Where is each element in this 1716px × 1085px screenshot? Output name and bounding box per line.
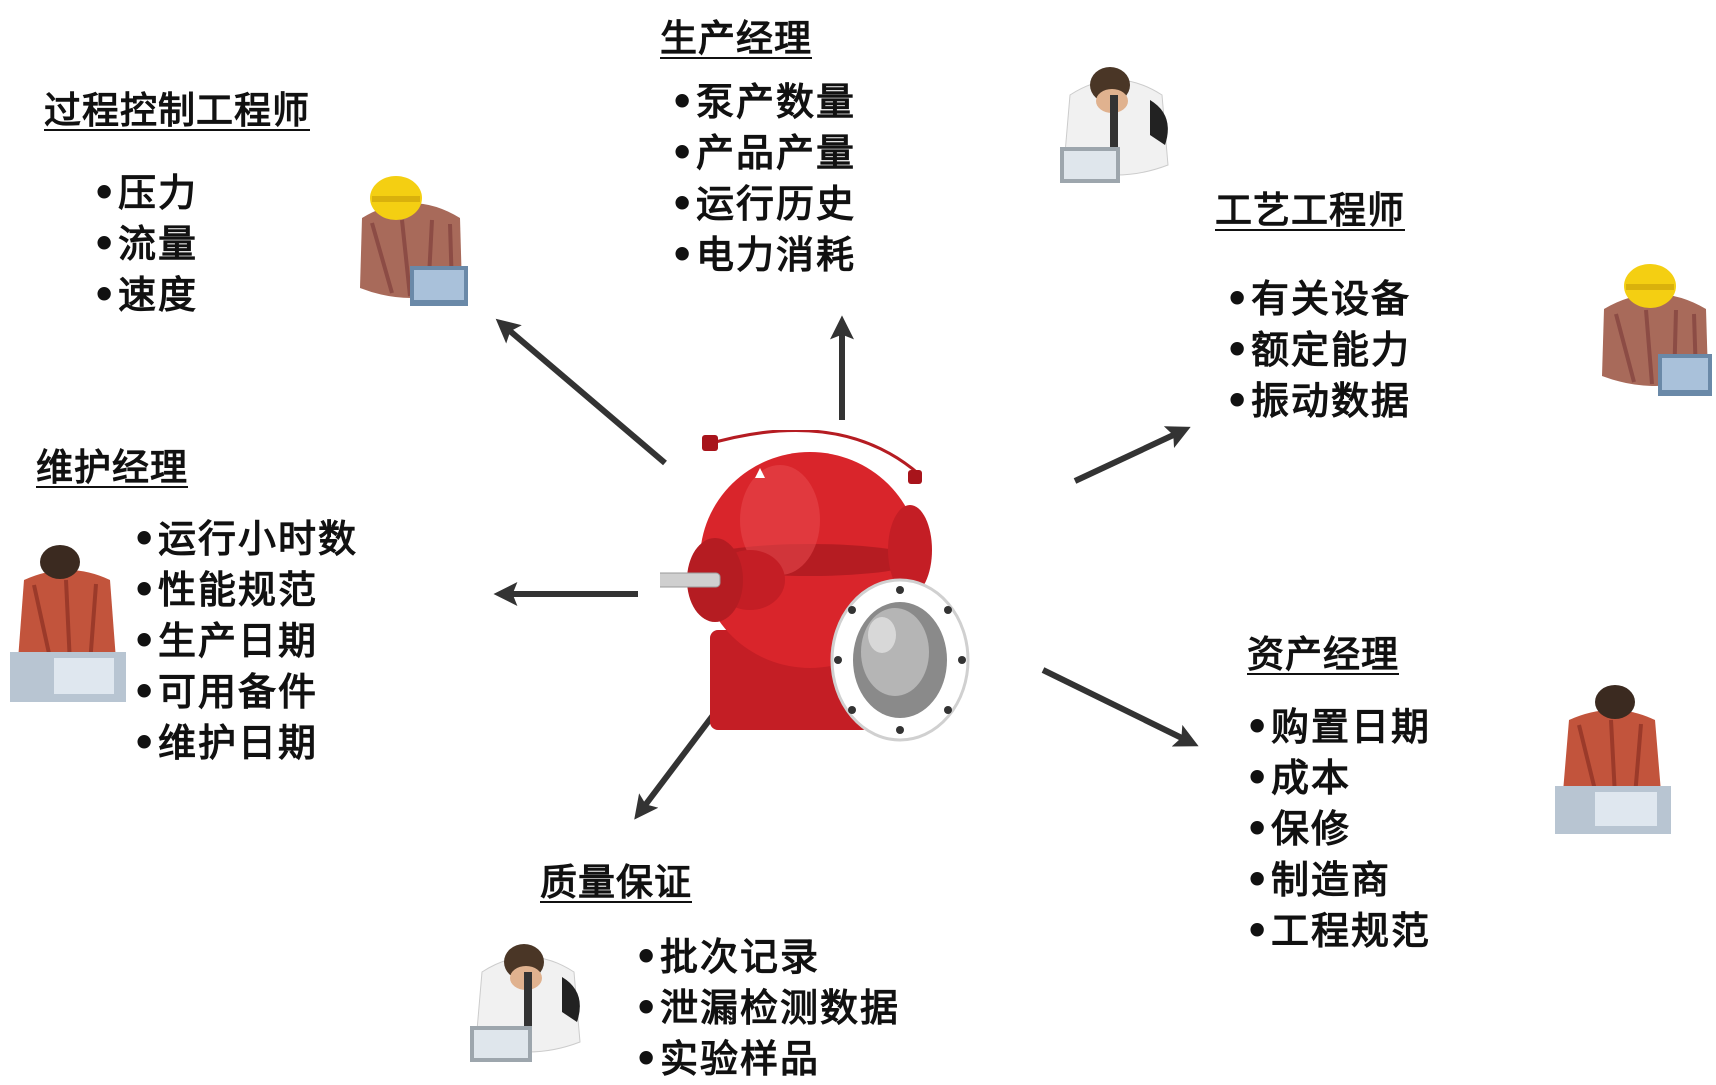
list-item: 振动数据	[1225, 376, 1411, 427]
list-item: 工程规范	[1245, 906, 1431, 957]
list-maintenance: 运行小时数 性能规范 生产日期 可用备件 维护日期	[132, 514, 358, 769]
list-item: 有关设备	[1225, 274, 1411, 325]
list-item: 购置日期	[1245, 702, 1431, 753]
list-item: 制造商	[1245, 855, 1431, 906]
heading-process-control: 过程控制工程师	[44, 89, 310, 132]
arrow-to-asset	[1041, 667, 1199, 747]
centrifugal-pump-icon	[660, 430, 970, 742]
list-item: 维护日期	[132, 718, 358, 769]
list-item: 速度	[92, 270, 198, 321]
list-item: 流量	[92, 219, 198, 270]
heading-asset: 资产经理	[1247, 633, 1399, 676]
list-item: 额定能力	[1225, 325, 1411, 376]
list-item: 可用备件	[132, 667, 358, 718]
list-item: 生产日期	[132, 616, 358, 667]
worker-hardhat-icon	[352, 168, 470, 310]
list-item: 压力	[92, 168, 198, 219]
heading-maintenance: 维护经理	[36, 446, 188, 489]
businessman-laptop-icon	[1060, 67, 1169, 183]
list-item: 运行历史	[670, 179, 856, 230]
list-quality: 批次记录 泄漏检测数据 实验样品	[634, 932, 900, 1085]
list-item: 批次记录	[634, 932, 900, 983]
list-process-control: 压力 流量 速度	[92, 168, 198, 321]
list-item: 成本	[1245, 753, 1431, 804]
arrow-to-quality	[634, 700, 726, 820]
list-process-engineer: 有关设备 额定能力 振动数据	[1225, 274, 1411, 427]
heading-production: 生产经理	[660, 17, 812, 60]
list-item: 性能规范	[132, 565, 358, 616]
list-item: 泵产数量	[670, 77, 856, 128]
list-item: 电力消耗	[670, 230, 856, 281]
list-item: 产品产量	[670, 128, 856, 179]
heading-process-engineer: 工艺工程师	[1215, 189, 1405, 232]
worker-desk-icon	[10, 540, 126, 702]
list-item: 泄漏检测数据	[634, 983, 900, 1034]
list-item: 运行小时数	[132, 514, 358, 565]
list-production: 泵产数量 产品产量 运行历史 电力消耗	[670, 77, 856, 281]
arrow-to-process-control	[495, 318, 667, 466]
businessman-laptop-icon	[470, 944, 581, 1062]
worker-hardhat-icon	[1596, 254, 1714, 400]
list-item: 实验样品	[634, 1034, 900, 1085]
list-item: 保修	[1245, 804, 1431, 855]
worker-desk-icon	[1555, 680, 1671, 834]
arrow-to-process-engineer	[1073, 426, 1191, 484]
heading-quality: 质量保证	[540, 861, 692, 904]
list-asset: 购置日期 成本 保修 制造商 工程规范	[1245, 702, 1431, 957]
